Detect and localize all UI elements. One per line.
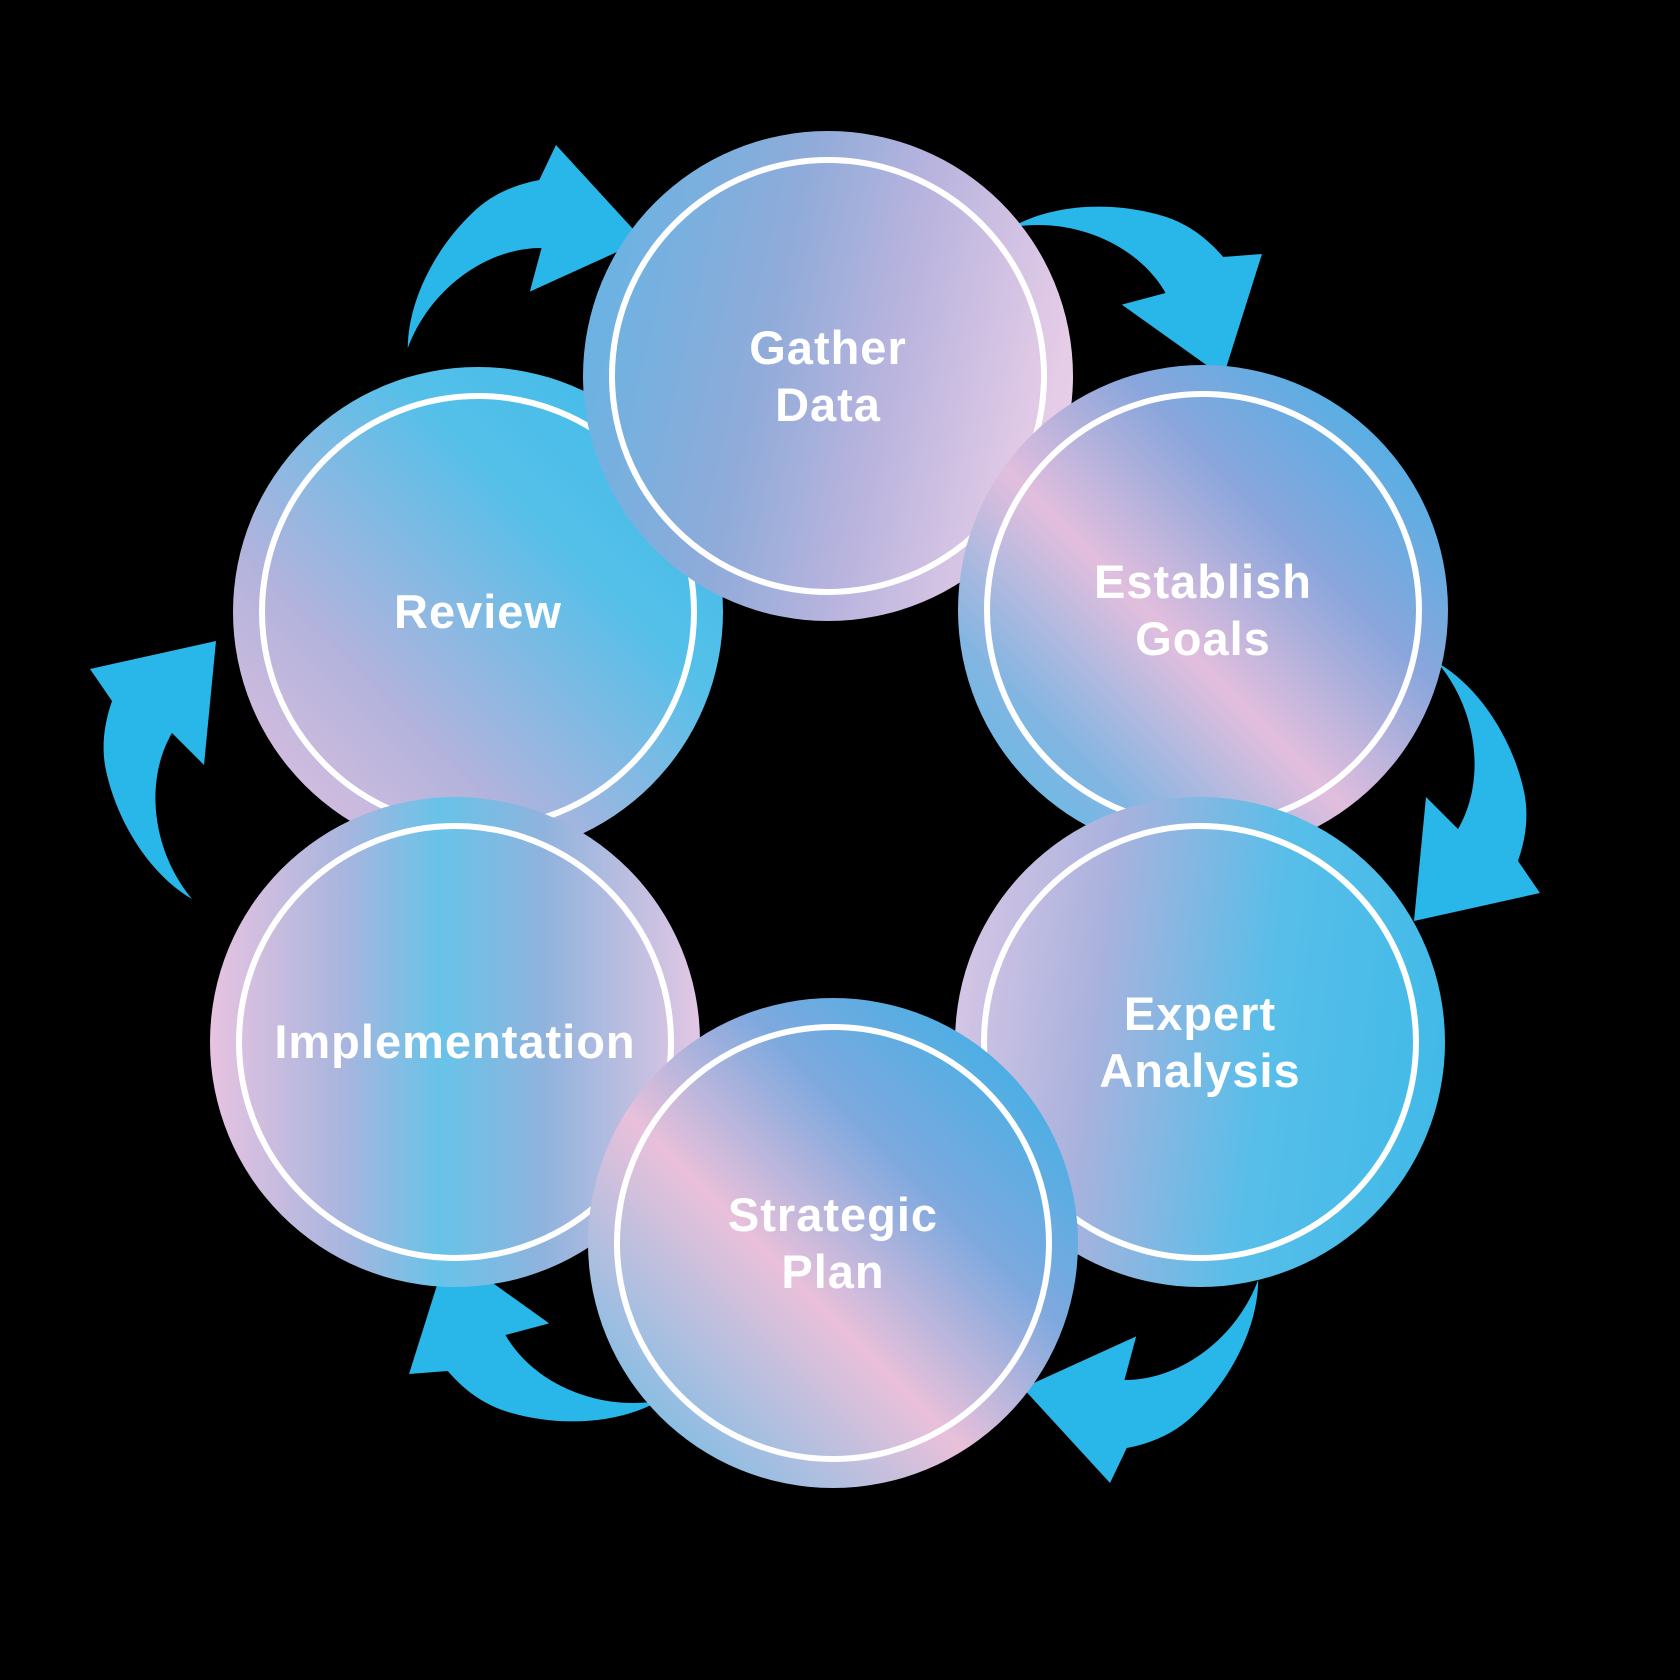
- step-label-implementation: Implementation: [274, 1015, 636, 1069]
- circle-inner-ring: [981, 823, 1419, 1261]
- step-circle-strategic-plan: Strategic Plan: [588, 998, 1078, 1488]
- circle-inner-ring: [609, 157, 1047, 595]
- step-label-review: Review: [394, 585, 562, 639]
- step-circle-expert-analysis: Expert Analysis: [955, 797, 1445, 1287]
- step-label-gather-data: Gather Data: [749, 320, 907, 431]
- circle-inner-ring: [236, 823, 674, 1261]
- circle-inner-ring: [614, 1024, 1052, 1462]
- step-circle-establish-goals: Establish Goals: [958, 365, 1448, 855]
- step-label-expert-analysis: Expert Analysis: [1099, 986, 1301, 1097]
- step-label-establish-goals: Establish Goals: [1094, 554, 1312, 665]
- step-label-strategic-plan: Strategic Plan: [727, 1187, 939, 1298]
